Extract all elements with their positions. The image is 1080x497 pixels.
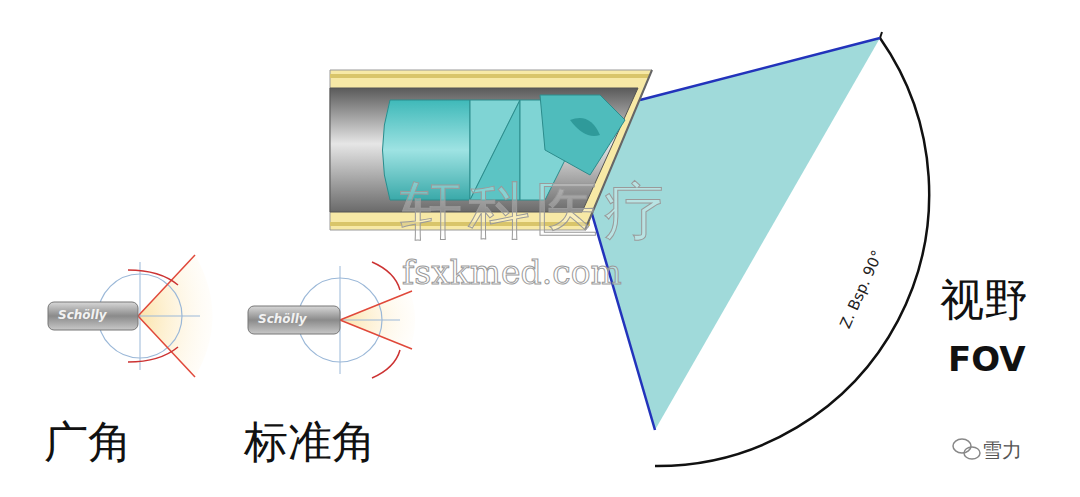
wide-angle-tip [48,255,213,377]
account-name: 雪力 [982,440,1022,460]
angle-label: 标准角 [244,420,376,464]
angle-label: 广角 [44,420,132,464]
standard-angle-tip [248,262,415,378]
watermark: fsxkmed.com [402,256,622,289]
brand-logo: Schölly [58,309,107,321]
brand-logo: Schölly [258,313,307,325]
wechat-icon [953,439,980,459]
fov-label: 视野 [940,278,1028,322]
fov-abbrev: FOV [948,342,1026,376]
angle-dimension: Z. Bsp. 90° [838,248,886,330]
watermark: 轩科医疗 [400,180,672,242]
